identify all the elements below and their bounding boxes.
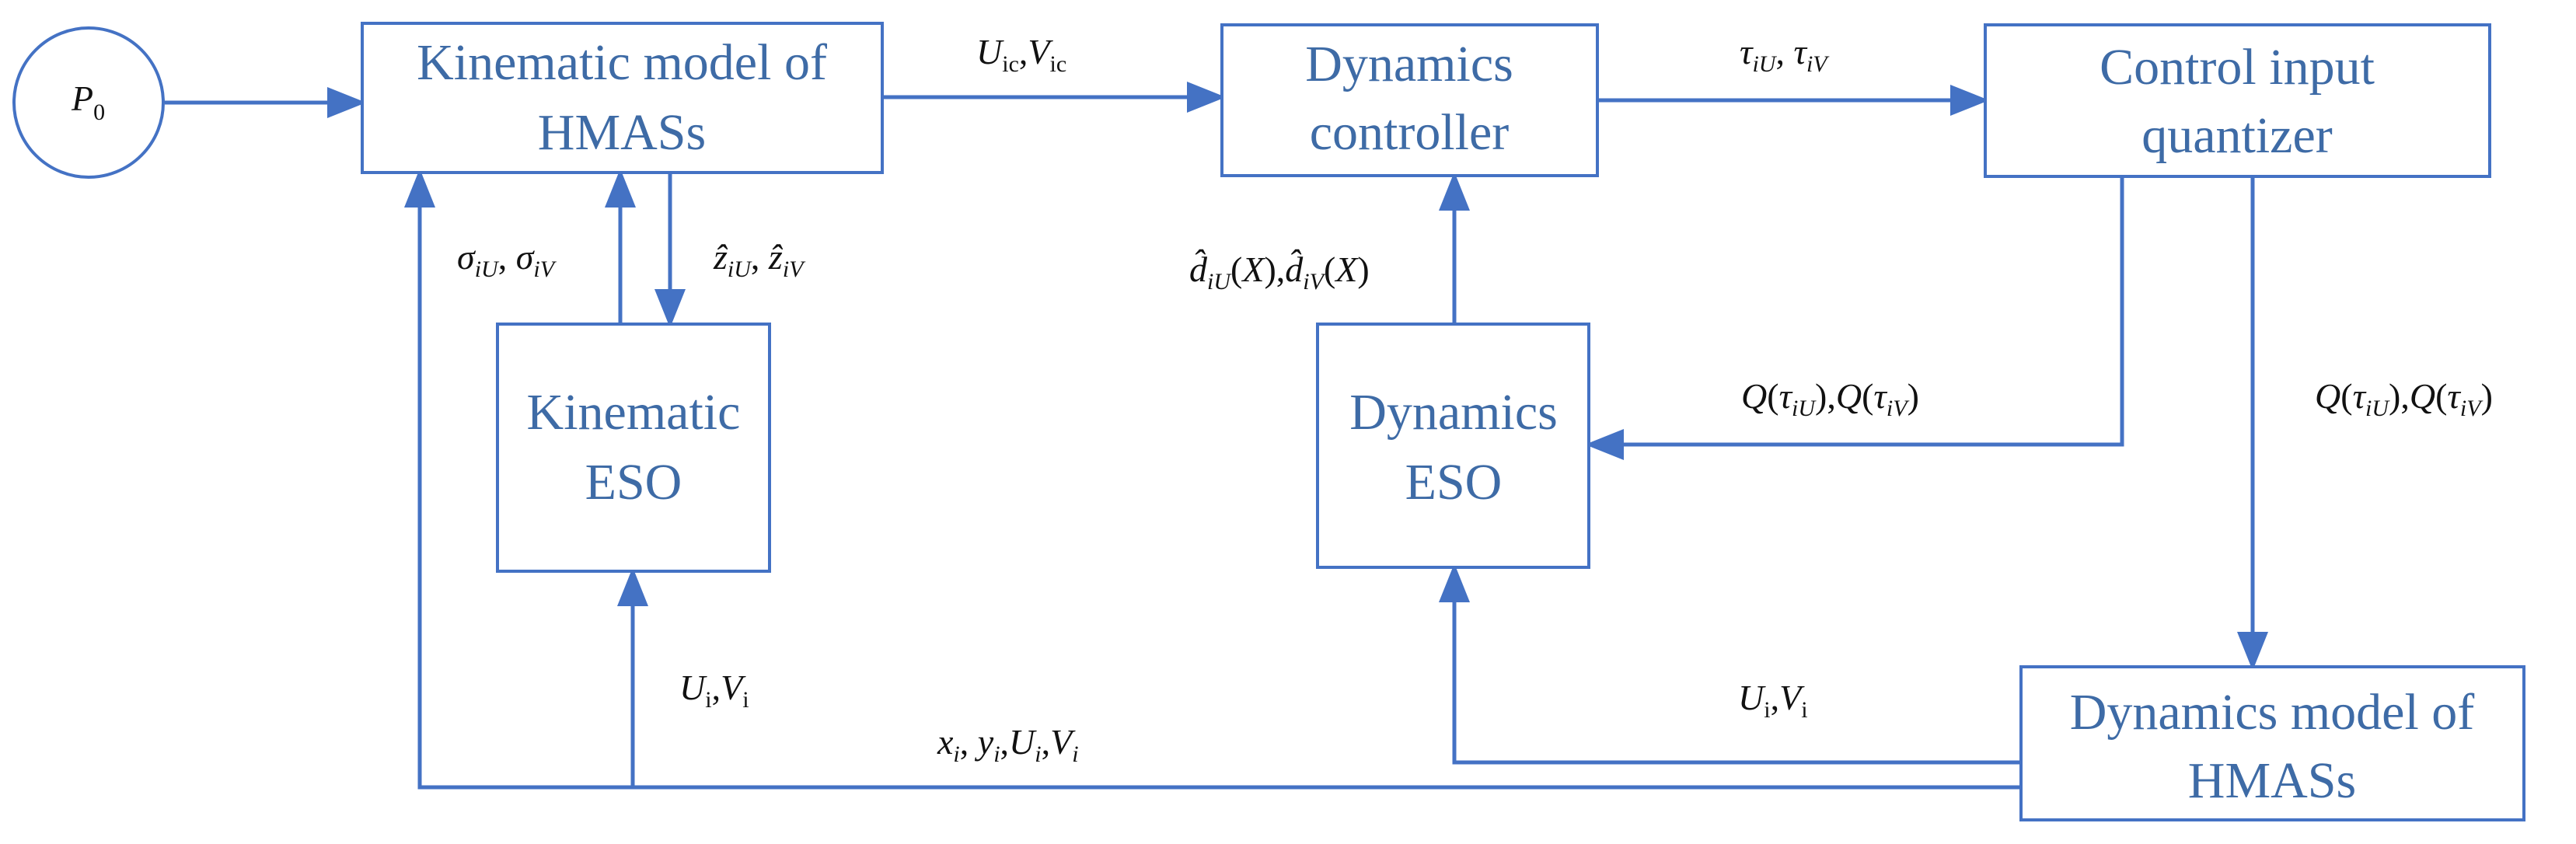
wire-states-feedback-to-kinematic-model [404, 169, 2021, 790]
dynamics-model-title-line2: HMASs [2188, 752, 2356, 809]
dynamics-controller-title-line1: Dynamics [1305, 36, 1513, 92]
quantizer-title-line2: quantizer [2141, 107, 2333, 164]
connections [165, 82, 2268, 790]
wire-quantizer-to-dynamics-eso [1585, 176, 2124, 460]
kinematic-model-title-line1: Kinematic model of [417, 34, 827, 91]
p0-label: P0 [71, 78, 105, 125]
signal-label-q-to-eso: Q(τiU),Q(τiV) [1741, 376, 1919, 421]
signal-label-q-to-model: Q(τiU),Q(τiV) [2315, 376, 2493, 421]
dynamics-controller-block: Dynamics controller [1220, 23, 1599, 177]
dynamics-controller-title-line2: controller [1310, 104, 1510, 161]
signal-label-ui-vi-dynamics: Ui,Vi [1738, 678, 1808, 723]
signal-label-states: xi, yi,Ui,Vi [937, 722, 1079, 767]
quantizer-title-line1: Control input [2100, 39, 2375, 96]
kinematic-eso-title-line1: Kinematic [527, 384, 741, 441]
signal-label-ui-vi-kinematic: Ui,Vi [679, 668, 749, 713]
p0-node: P0 [12, 26, 165, 179]
kinematic-eso-block: Kinematic ESO [496, 323, 771, 573]
control-input-quantizer-block: Control input quantizer [1984, 23, 2491, 178]
wire-dynamics-model-to-dynamics-eso [1439, 563, 2021, 765]
kinematic-model-title-line2: HMASs [538, 104, 706, 161]
signal-label-d-hat: d̂iU(X),d̂iV(X) [1189, 249, 1370, 295]
dynamics-model-title-line1: Dynamics model of [2070, 684, 2475, 741]
kinematic-model-block: Kinematic model of HMASs [361, 22, 884, 174]
dynamics-eso-title-line1: Dynamics [1349, 384, 1558, 441]
signal-label-tau: τiU, τiV [1740, 32, 1830, 77]
signal-label-u-ic-v-ic: Uic,Vic [976, 32, 1066, 77]
signal-label-sigma: σiU, σiV [457, 237, 557, 282]
kinematic-eso-title-line2: ESO [585, 454, 682, 511]
dynamics-model-block: Dynamics model of HMASs [2019, 665, 2525, 821]
dynamics-eso-block: Dynamics ESO [1316, 323, 1590, 569]
signal-label-z-hat: ẑiU, ẑiV [713, 237, 806, 282]
dynamics-eso-title-line2: ESO [1405, 454, 1503, 511]
